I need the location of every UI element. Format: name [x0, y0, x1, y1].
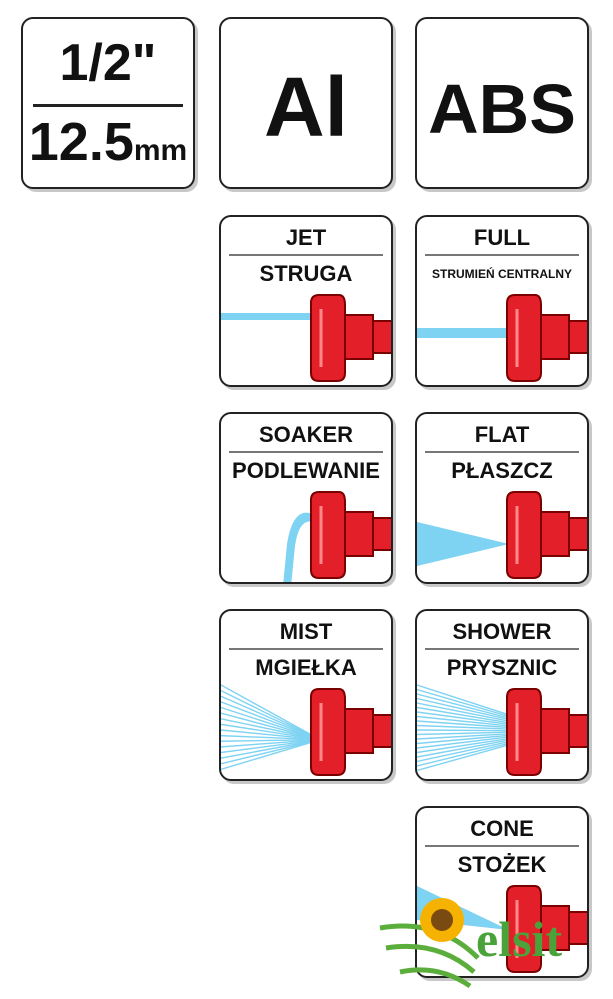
size-divider [33, 104, 183, 107]
label-divider [229, 648, 383, 650]
mode-pl-label: PODLEWANIE [232, 458, 380, 483]
label-divider [425, 254, 579, 256]
size-mm: 12.5mm [23, 111, 193, 173]
full-spray-graphic [417, 294, 587, 382]
nozzle-icon [506, 491, 587, 579]
label-divider [229, 451, 383, 453]
nozzle-icon [310, 491, 391, 579]
mode-en-label: SOAKER [258, 422, 354, 447]
shower-spray-graphic [417, 684, 587, 776]
soaker-spray-graphic [283, 491, 391, 582]
mode-pl-label: STOŻEK [457, 852, 547, 877]
water-stream [417, 684, 510, 772]
mode-pl-label: STRUGA [259, 261, 353, 286]
sunflower-icon [420, 898, 464, 942]
water-stream [221, 313, 313, 320]
mode-en-label: JET [285, 225, 327, 250]
mode-pl-label: PRYSZNIC [446, 655, 558, 680]
label-divider [425, 451, 579, 453]
mode-tile-full: FULL STRUMIEŃ CENTRALNY [415, 215, 589, 387]
elsit-logo: elsit [379, 898, 562, 989]
nozzle-icon [310, 294, 391, 382]
label-divider [229, 254, 383, 256]
jet-spray-graphic [221, 294, 391, 382]
material-abs-label: ABS [428, 70, 576, 148]
mode-tile-jet: JET STRUGA [219, 215, 393, 387]
logo-text: elsit [476, 911, 562, 967]
water-stream [221, 684, 314, 771]
mode-en-label: FLAT [474, 422, 530, 447]
size-fraction: 1/2" [59, 34, 157, 92]
mist-spray-graphic [221, 684, 391, 776]
mode-tile-soaker: SOAKER PODLEWANIE [219, 412, 393, 584]
label-divider [425, 845, 579, 847]
mode-tile-cone: CONE STOŻEK [415, 806, 589, 978]
nozzle-icon [310, 688, 391, 776]
water-stream [417, 522, 509, 566]
mode-en-label: MIST [279, 619, 333, 644]
nozzle-icon [506, 294, 587, 382]
mode-en-label: FULL [473, 225, 531, 250]
size-mm-value: 12.5 [28, 112, 134, 172]
nozzle-icon [506, 688, 587, 776]
size-tile: 1/2" 12.5mm [21, 17, 195, 189]
water-stream [283, 512, 313, 582]
nozzle-icon [506, 885, 587, 973]
mode-tile-shower: SHOWER PRYSZNIC [415, 609, 589, 781]
mode-en-label: SHOWER [452, 619, 552, 644]
size-mm-unit: mm [133, 134, 188, 167]
label-divider [425, 648, 579, 650]
mode-pl-label: STRUMIEŃ CENTRALNY [432, 267, 572, 281]
material-abs-tile: ABS [415, 17, 589, 189]
mode-tile-flat: FLAT PŁASZCZ [415, 412, 589, 584]
mode-tile-mist: MIST MGIEŁKA [219, 609, 393, 781]
flat-spray-graphic [417, 491, 587, 579]
mode-pl-label: PŁASZCZ [451, 458, 553, 483]
material-al-tile: Al [219, 17, 393, 189]
mode-en-label: CONE [470, 816, 534, 841]
material-al-label: Al [264, 60, 348, 154]
mode-pl-label: MGIEŁKA [255, 655, 357, 680]
water-stream [417, 328, 509, 338]
